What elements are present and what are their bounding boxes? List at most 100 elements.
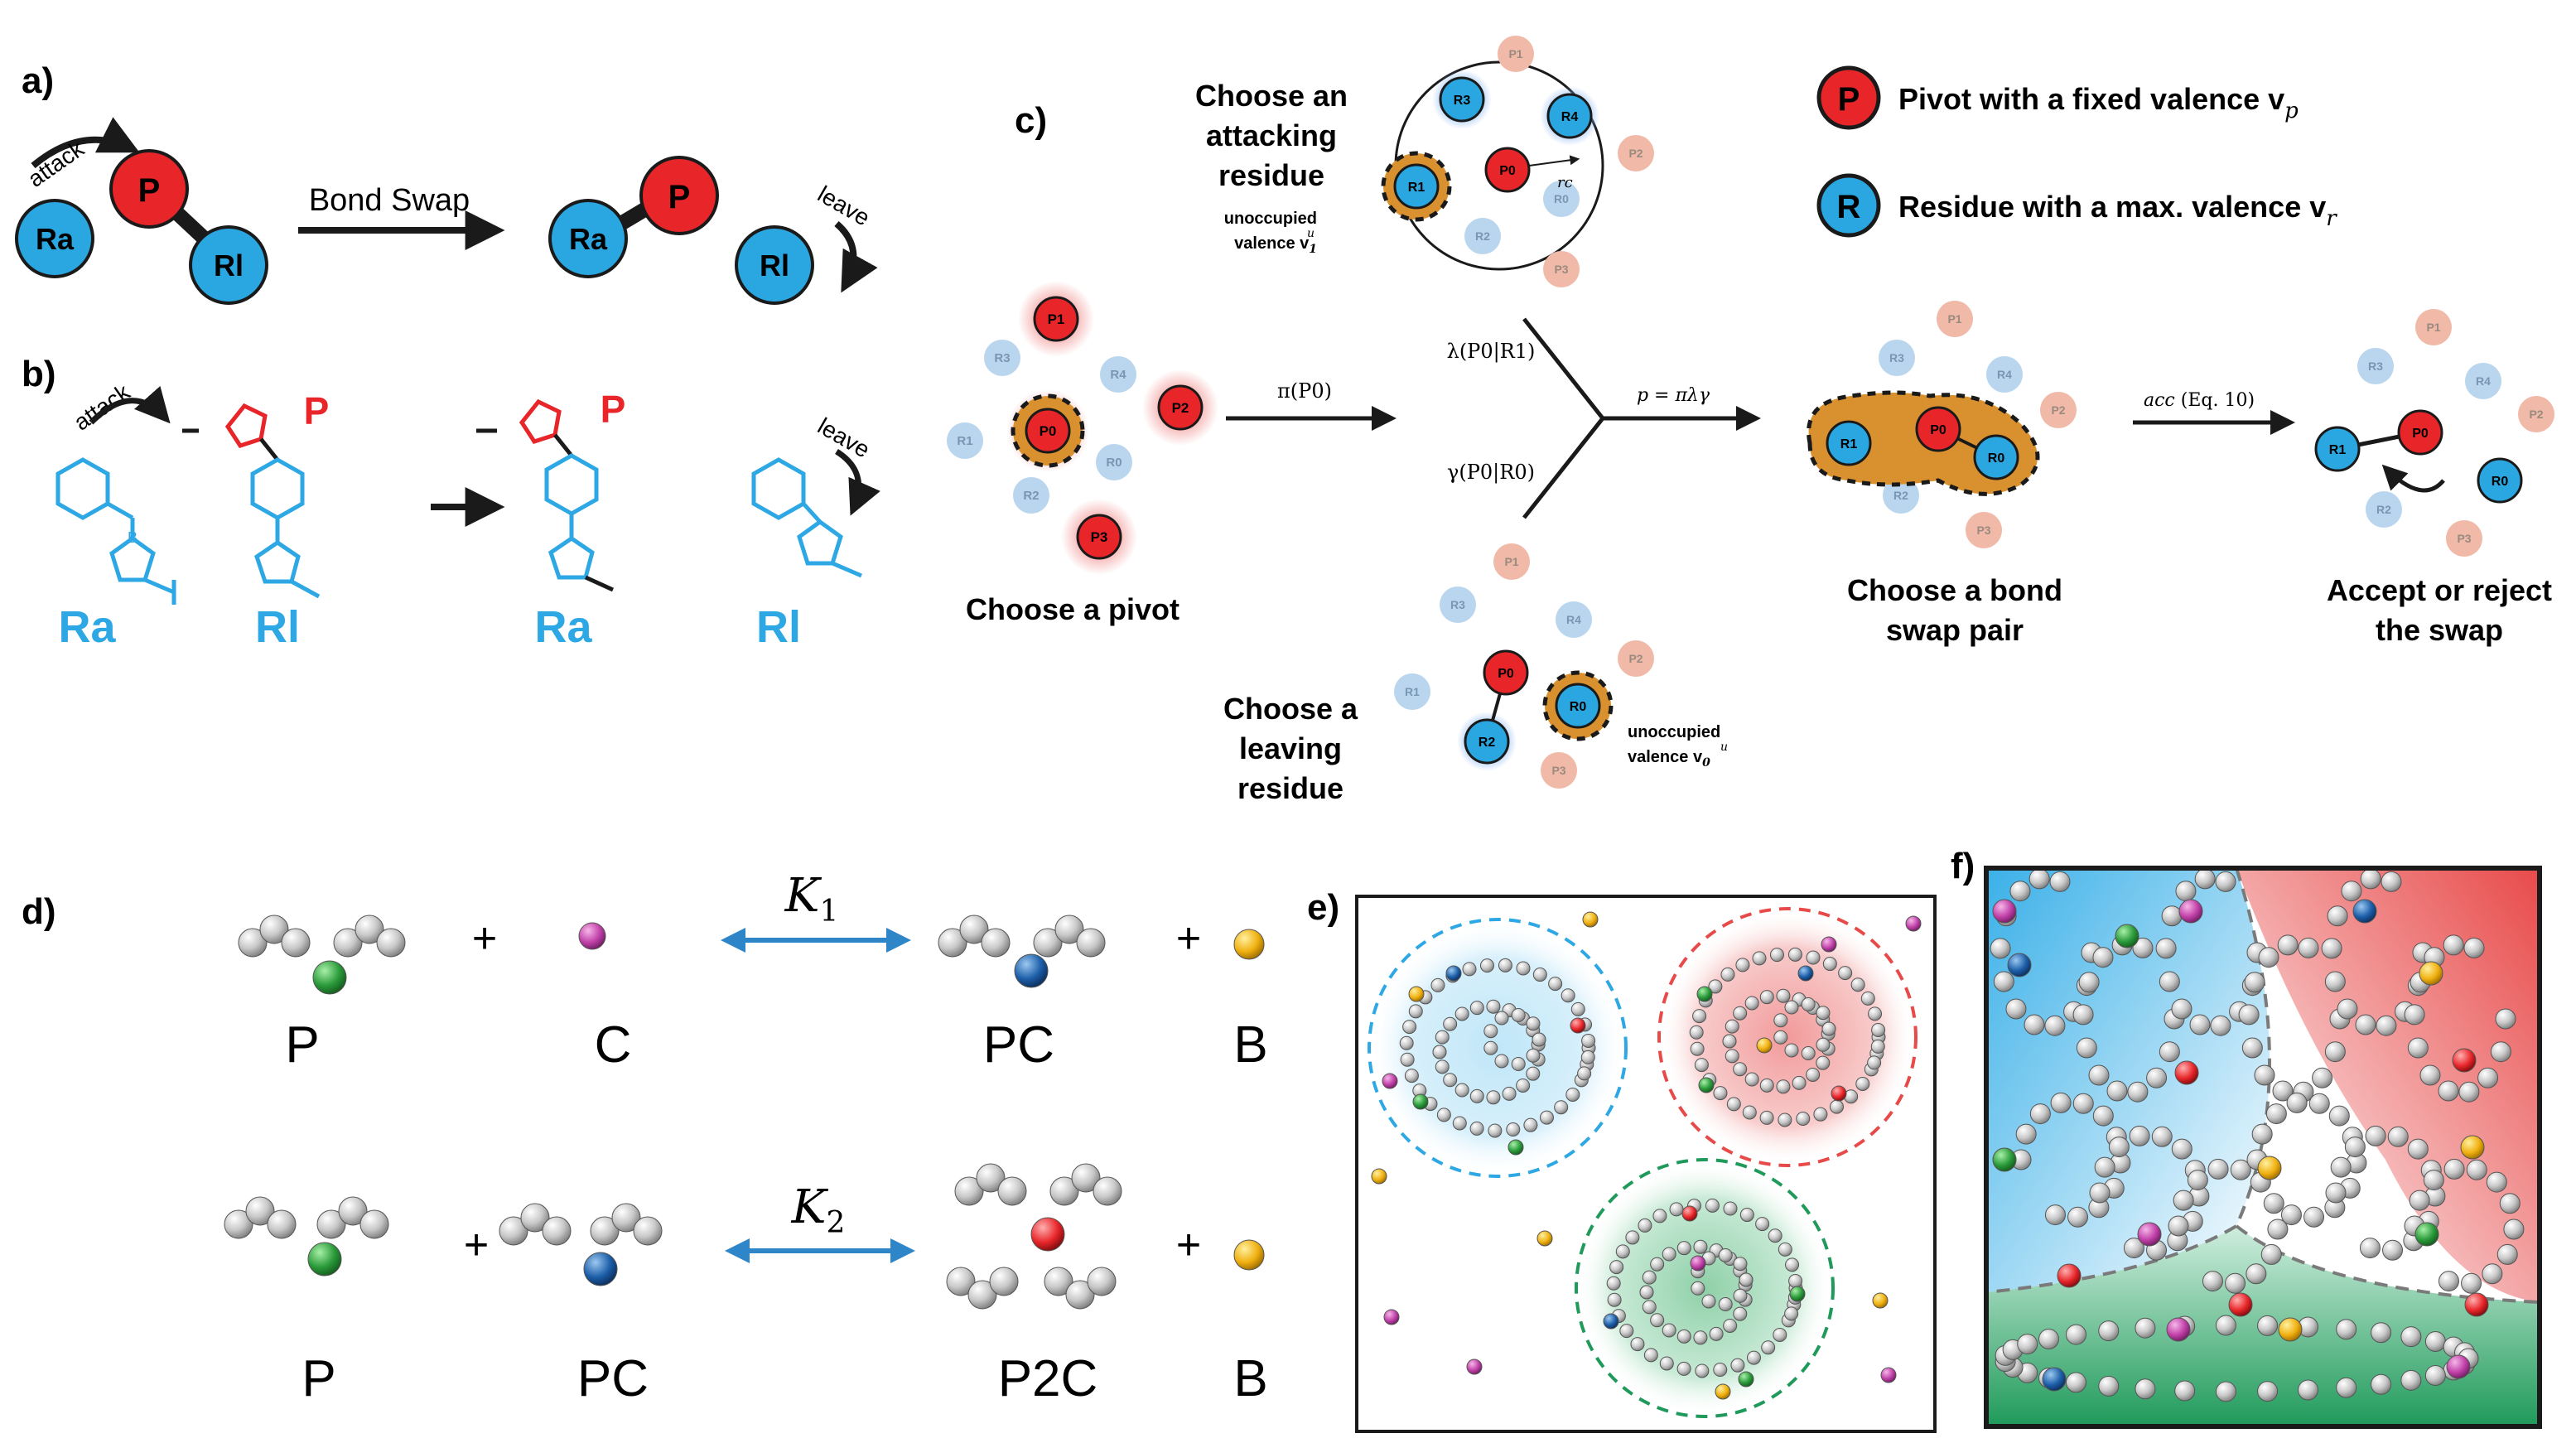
polymer-bead	[1554, 1100, 1569, 1115]
polymer-bead	[1454, 1006, 1469, 1021]
polymer-bead	[316, 1209, 346, 1239]
polymer-bead	[1726, 1097, 1741, 1112]
polymer-bead	[1694, 1058, 1709, 1073]
polymer-bead	[2066, 1324, 2087, 1345]
polymer-bead	[1662, 1247, 1676, 1262]
species-bead	[1992, 899, 2017, 924]
panel-f-label: f)	[1951, 846, 1975, 886]
choose-pair-2: swap pair	[1886, 613, 2024, 647]
polymer-bead	[2258, 947, 2279, 968]
svg-text:R4: R4	[1110, 368, 1126, 382]
polymer-bead	[2174, 1380, 2196, 1402]
polymer-bead	[1761, 1340, 1776, 1355]
polymer-bead	[1539, 1110, 1554, 1125]
polymer-bead	[2325, 1182, 2347, 1204]
green-sticker	[312, 960, 347, 995]
polymer-bead	[2108, 1137, 2130, 1158]
p-label-b-left: P	[304, 389, 330, 432]
polymer-bead	[1642, 1300, 1657, 1315]
polymer-bead	[1752, 951, 1767, 966]
polymer-bead	[1469, 1001, 1484, 1016]
legend-pivot-icon	[1816, 65, 1881, 130]
polymer-bead	[2499, 1193, 2521, 1214]
ra-label-before: Ra	[36, 222, 75, 256]
unoccupied-0-b: valence v0	[1628, 748, 1710, 770]
polymer-bead	[2260, 1243, 2282, 1265]
species-bead	[1445, 965, 1462, 982]
red-sticker	[1030, 1217, 1065, 1252]
polymer-bead	[1494, 1011, 1509, 1026]
polymer-bead	[2337, 998, 2358, 1020]
pivot-atom-before	[109, 149, 189, 229]
polymer-bead	[359, 1209, 389, 1239]
svg-text:R0: R0	[1554, 192, 1569, 205]
svg-text:P0: P0	[1040, 423, 1057, 439]
polymer-bead	[1650, 1313, 1665, 1328]
polymer-bead	[1462, 962, 1477, 977]
polymer-bead	[2028, 868, 2050, 890]
polymer-bead	[1735, 958, 1750, 972]
polymer-bead	[1049, 1176, 1079, 1206]
polymer-bead	[1733, 1257, 1748, 1272]
species-p-r2: P	[301, 1350, 335, 1407]
polymer-bead	[1778, 1242, 1792, 1257]
rl-atom-before	[189, 225, 268, 305]
species-bead	[1756, 1037, 1773, 1054]
polymer-bead	[2098, 1375, 2120, 1397]
polymer-bead	[1838, 966, 1853, 981]
polymer-bead	[1801, 1046, 1816, 1061]
polymer-bead	[1607, 1292, 1622, 1307]
leaving-cluster: P0 R2 R0 P1 P2 P3 R3 R4 R1	[1394, 543, 1654, 789]
polymer-bead	[2324, 1041, 2346, 1063]
polymer-bead	[224, 1209, 253, 1239]
panel-d: d) K1 K2 + + + + P C PC B P PC P2C B	[22, 869, 1268, 1407]
svg-text:R2: R2	[1479, 736, 1496, 750]
choose-attacking-3: residue	[1218, 158, 1324, 192]
polymer-bead	[1691, 1281, 1705, 1296]
polymer-bead	[2066, 1372, 2087, 1393]
polymer-bead	[1483, 1024, 1498, 1039]
polymer-bead	[2382, 1239, 2404, 1261]
polymer-bead	[1821, 1021, 1836, 1036]
polymer-bead	[2161, 905, 2183, 927]
polymer-bead	[1532, 1032, 1546, 1047]
polymer-bead	[1867, 1055, 1882, 1070]
panel-f-beads	[1990, 868, 2525, 1402]
svg-text:R1: R1	[2329, 443, 2347, 457]
species-bead	[1536, 1230, 1553, 1247]
polymer-bead	[1435, 1059, 1450, 1074]
polymer-bead	[1733, 1006, 1748, 1021]
polymer-bead	[1494, 1054, 1509, 1069]
polymer-bead	[1054, 915, 1084, 944]
polymer-bead	[1454, 1083, 1469, 1098]
polymer-bead	[1526, 1016, 1541, 1031]
polymer-bead	[1733, 1288, 1748, 1303]
svg-text:P0: P0	[1499, 164, 1516, 178]
polymer-bead	[997, 1176, 1027, 1206]
polymer-bead	[1506, 1122, 1521, 1137]
polymer-bead	[1469, 1088, 1484, 1103]
species-c-r1: C	[595, 1016, 632, 1074]
polymer-bead	[1742, 1105, 1757, 1120]
species-bead	[2228, 1292, 2253, 1317]
species-bead	[1408, 986, 1425, 1002]
polymer-bead	[2088, 1064, 2110, 1086]
polymer-bead	[1713, 1363, 1728, 1378]
polymer-bead	[2496, 1243, 2518, 1265]
polymer-bead	[1581, 1033, 1596, 1048]
k2-label: K2	[791, 1180, 846, 1240]
polymer-bead	[338, 1196, 368, 1226]
polymer-bead	[520, 1203, 550, 1233]
species-bead	[1905, 915, 1922, 932]
polymer-bead	[1430, 977, 1445, 992]
red-phase	[2236, 868, 2540, 1302]
species-bead	[2166, 1317, 2191, 1342]
boron-ra: B	[128, 529, 137, 546]
polymer-bead	[2189, 1014, 2211, 1035]
polymer-bead	[1806, 950, 1821, 965]
polymer-bead	[2092, 947, 2114, 968]
rl-atom-after	[735, 225, 814, 305]
svg-text:R1: R1	[1840, 437, 1858, 451]
polymer-bead	[2336, 1377, 2357, 1398]
polymer-bead	[1733, 1062, 1748, 1077]
